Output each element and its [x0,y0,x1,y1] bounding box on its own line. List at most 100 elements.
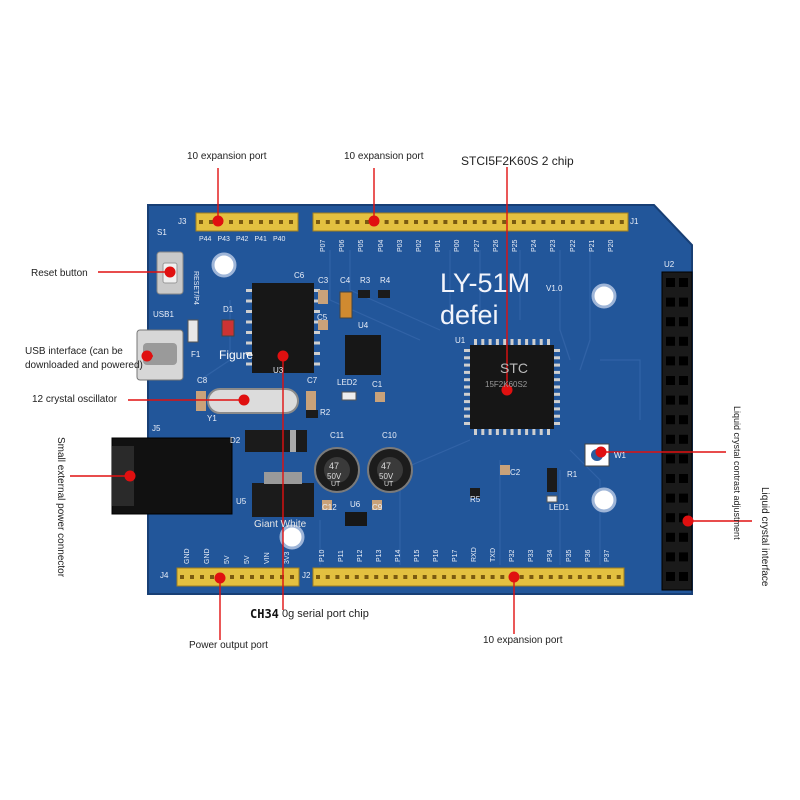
lcd-socket [679,552,688,562]
callout-reset: Reset button [31,268,88,279]
ic-leg [314,299,320,303]
silk-j5: J5 [152,424,161,433]
pin-label: P35 [566,549,573,562]
lcd-socket [679,415,688,425]
lcd-socket [679,572,688,581]
header-pin [600,220,605,224]
ic-leg [547,339,550,345]
resistor-r3 [358,290,370,298]
callout-expansion-top: 10 expansion port [344,151,424,162]
silk-c4: C4 [340,276,351,285]
header-pin [290,575,294,579]
header-pin [383,575,388,579]
header-pin [335,575,340,579]
header-pin [404,220,409,224]
header-pin [442,575,447,579]
silk-led1: LED1 [549,503,570,512]
silk-c8: C8 [197,376,208,385]
ic-leg [488,339,492,345]
header-pin [482,220,487,224]
pin-label: P03 [396,239,404,252]
lcd-socket [679,493,688,503]
ic-leg [314,289,320,292]
header-pin [619,220,624,224]
ic-leg [464,356,470,360]
mcu-brand: STC [500,360,528,376]
pin-label: P16 [433,549,440,562]
ic-leg [539,429,543,435]
header-pin [463,220,467,224]
lcd-socket [679,532,688,542]
header-pin [316,220,320,224]
overlay-ly51m: LY-51M [440,268,531,298]
ic-leg [495,429,499,435]
lcd-socket [679,278,688,287]
ic-leg [464,363,470,367]
header-pin [423,220,428,224]
lcd-socket [679,513,688,523]
pin-label: P11 [338,550,345,562]
header-pin [190,575,194,579]
lcd-socket [666,395,675,405]
pin-label: P04 [377,239,385,252]
pin-label: P44 [199,236,212,243]
silk-y1: Y1 [207,414,217,423]
pin-label: 5V [224,555,231,564]
ic-leg [503,339,507,345]
mounting-hole [591,283,617,309]
ic-leg [510,339,514,345]
callout-lines [70,167,752,640]
silk-u1: U1 [455,336,466,345]
ic-leg [547,429,550,435]
lcd-socket [666,297,675,307]
mcu-legs [464,339,560,435]
ic-leg [246,289,252,292]
cap-c10-series: UT [384,481,394,488]
pin-label: P43 [217,236,230,243]
ic-leg [246,362,252,366]
header-pin [443,220,448,224]
ic-leg [246,331,252,334]
ic-leg [464,378,470,382]
callout-lcd-interface: Liquid crystal interface [759,487,770,587]
callout-serial-chip: 0g serial port chip [282,608,369,620]
header-pin [335,220,340,224]
overlay-defei: defei [440,300,499,330]
header-pin [577,575,582,579]
cap-c10-value: 47 [381,461,392,471]
header-pin [561,220,565,224]
ic-leg [554,414,560,418]
header-pin [269,220,273,224]
header-pin [229,220,233,224]
ic-leg [532,429,536,435]
header-pin [209,220,213,224]
callout-power-out: Power output port [189,640,268,651]
cap-c11-voltage: 50V [327,472,342,481]
header-pin [260,575,264,579]
header-j1 [312,212,629,232]
pin-label: P42 [236,236,249,243]
silk-c10: C10 [382,431,397,440]
ic-leg [495,339,499,345]
capacitor-c12 [322,500,332,510]
header-j2 [312,567,625,587]
ic-leg [246,310,252,313]
silk-c3: C3 [318,276,329,285]
header-pin [270,575,274,579]
ic-leg [554,422,560,425]
header-pin [519,575,524,579]
ic-leg [525,429,529,435]
ic-leg [246,352,252,355]
pin-label: VIN [264,552,271,564]
cap-c10-voltage: 50V [379,472,394,481]
header-pin [461,575,466,579]
header-pin [529,575,534,579]
header-pin [180,575,184,579]
header-j4 [176,567,300,587]
ic-leg [554,407,560,411]
lcd-socket [666,278,675,287]
callout-lcd-contrast: Liquid crystal contrast adjustment [732,406,742,540]
ic-leg [554,370,560,374]
usb-port-slot [143,343,177,365]
